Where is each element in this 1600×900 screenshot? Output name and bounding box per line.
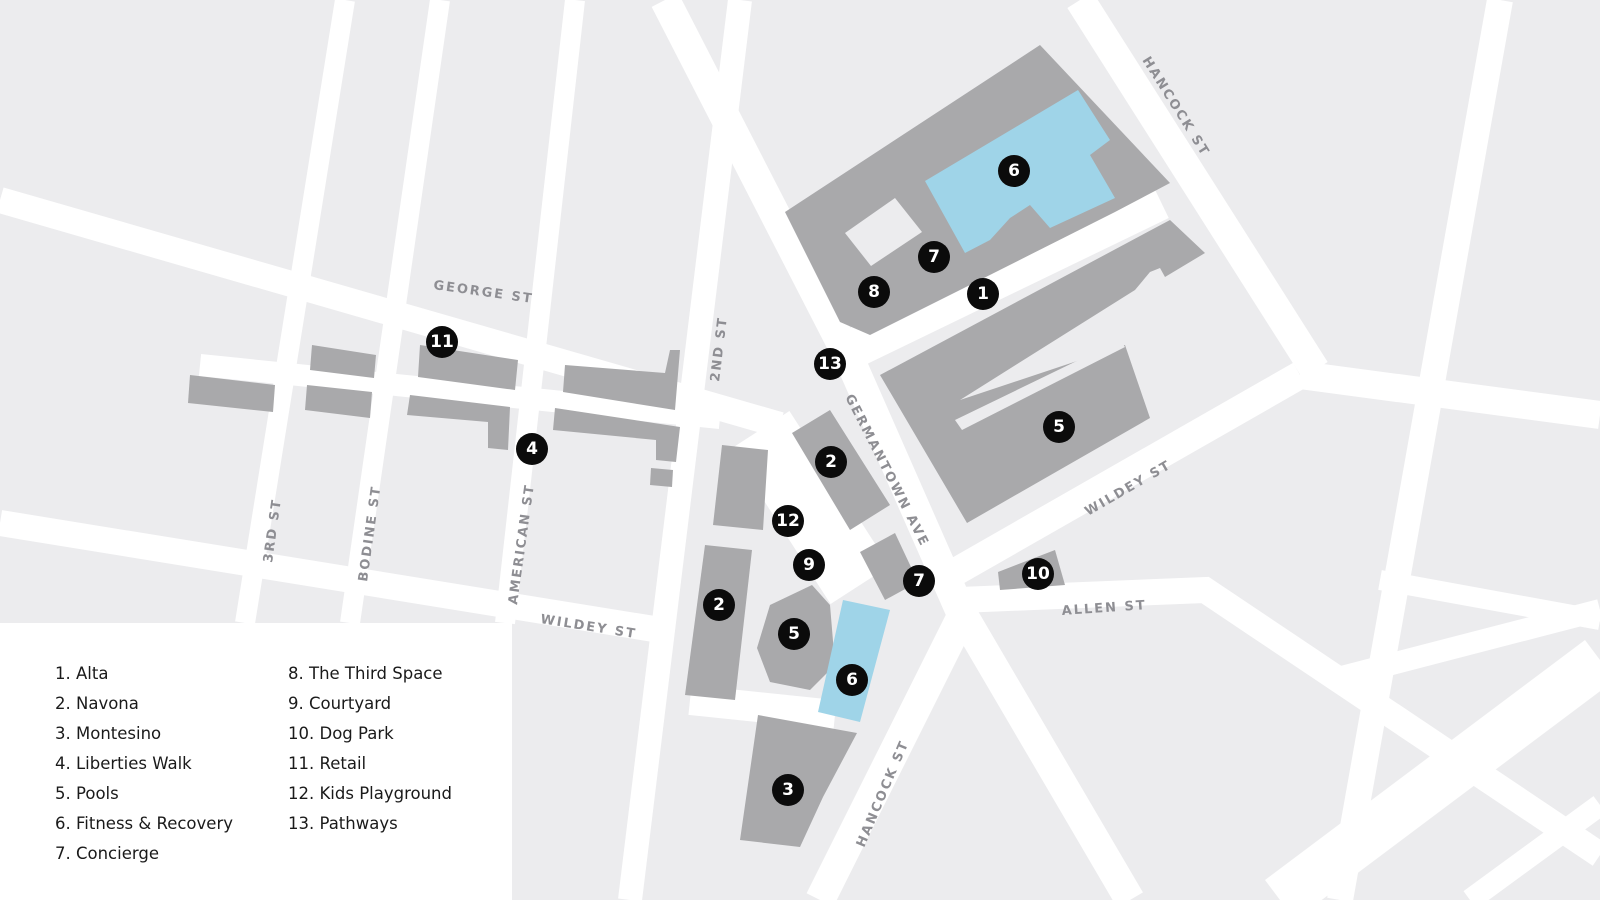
marker-third-space[interactable]: 8 <box>858 276 890 308</box>
legend-item-courtyard: 9. Courtyard <box>288 694 392 713</box>
legend-item-third-space: 8. The Third Space <box>288 664 443 683</box>
legend-item-retail: 11. Retail <box>288 754 367 773</box>
legend-item-dog-park: 10. Dog Park <box>288 724 394 743</box>
road-wildey-st-west <box>0 510 663 643</box>
building-liberties-d <box>650 468 673 487</box>
building-west-tower-a <box>713 445 768 530</box>
marker-retail[interactable]: 11 <box>426 326 458 358</box>
svg-text:7: 7 <box>928 247 940 267</box>
svg-text:11: 11 <box>430 332 454 352</box>
svg-text:4: 4 <box>526 439 538 459</box>
svg-text:12: 12 <box>776 511 800 531</box>
road-hancock-st-south <box>806 613 974 900</box>
marker-navona-west[interactable]: 2 <box>703 589 735 621</box>
legend-item-alta: 1. Alta <box>55 664 109 683</box>
svg-text:2: 2 <box>713 595 725 615</box>
road-wildey-st-east <box>943 362 1307 588</box>
road-north-connector <box>841 181 1169 369</box>
road-third-st <box>235 0 355 625</box>
svg-text:9: 9 <box>803 555 815 575</box>
marker-navona-north[interactable]: 2 <box>815 446 847 478</box>
building-navona-west <box>685 545 752 700</box>
legend-item-fitness-recovery: 6. Fitness & Recovery <box>55 814 233 833</box>
road-courtyard-south <box>688 685 837 730</box>
marker-pools-east[interactable]: 5 <box>1043 411 1075 443</box>
building-liberties-b <box>563 350 680 410</box>
label-allen-st: ALLEN ST <box>1061 598 1147 619</box>
marker-liberties-walk[interactable]: 4 <box>516 433 548 465</box>
marker-alta[interactable]: 1 <box>967 278 999 310</box>
marker-pools-courtyard[interactable]: 5 <box>778 618 810 650</box>
legend-item-pools: 5. Pools <box>55 784 119 803</box>
legend-item-concierge: 7. Concierge <box>55 844 159 863</box>
building-alta-courtyard-void <box>845 198 922 266</box>
svg-text:1: 1 <box>977 284 989 304</box>
legend-column-left: 1. Alta 2. Navona 3. Montesino 4. Libert… <box>55 659 233 869</box>
marker-montesino[interactable]: 3 <box>772 774 804 806</box>
svg-text:7: 7 <box>913 571 925 591</box>
building-west-a <box>310 345 376 378</box>
road-liberties-walk-west <box>198 354 722 429</box>
building-west-c <box>188 375 275 412</box>
legend-item-navona: 2. Navona <box>55 694 139 713</box>
svg-text:3: 3 <box>782 780 794 800</box>
svg-text:5: 5 <box>1053 417 1065 437</box>
marker-dog-park[interactable]: 10 <box>1022 558 1054 590</box>
building-alta-notch <box>955 340 1125 430</box>
building-west-b <box>305 385 372 418</box>
building-liberties-c <box>553 408 680 462</box>
road-southeast-diagonal <box>1265 640 1600 900</box>
legend-item-kids-playground: 12. Kids Playground <box>288 784 452 803</box>
road-courtyard-path <box>730 411 890 604</box>
svg-text:13: 13 <box>818 354 842 374</box>
legend-item-montesino: 3. Montesino <box>55 724 162 743</box>
svg-text:6: 6 <box>1008 161 1020 181</box>
svg-text:8: 8 <box>868 282 880 302</box>
building-alta-south-block <box>880 220 1205 523</box>
markers: 1 2 2 3 4 5 5 6 6 7 7 8 9 10 11 12 13 <box>426 155 1075 806</box>
building-liberties-a <box>407 395 510 450</box>
svg-text:2: 2 <box>825 452 837 472</box>
road-se-minor <box>1463 796 1600 900</box>
svg-text:10: 10 <box>1026 564 1050 584</box>
road-far-east-st <box>1327 0 1513 900</box>
marker-fitness-south[interactable]: 6 <box>836 664 868 696</box>
road-second-st <box>618 0 752 900</box>
legend-column-right: 8. The Third Space 9. Courtyard 10. Dog … <box>288 659 452 839</box>
marker-concierge-south[interactable]: 7 <box>903 565 935 597</box>
marker-pathways[interactable]: 13 <box>814 348 846 380</box>
road-east-cross <box>1298 361 1600 429</box>
road-hancock-st-north <box>1067 0 1328 379</box>
marker-kids-playground[interactable]: 12 <box>772 505 804 537</box>
marker-fitness-north[interactable]: 6 <box>998 155 1030 187</box>
road-american-st <box>495 0 585 625</box>
road-germantown-ave <box>651 0 1143 900</box>
road-bodine-st <box>340 0 450 625</box>
legend-item-pathways: 13. Pathways <box>288 814 398 833</box>
svg-text:5: 5 <box>788 624 800 644</box>
marker-courtyard[interactable]: 9 <box>793 549 825 581</box>
svg-text:6: 6 <box>846 670 858 690</box>
building-fitness-south <box>818 600 890 722</box>
marker-concierge-north[interactable]: 7 <box>918 241 950 273</box>
map-legend: 1. Alta 2. Navona 3. Montesino 4. Libert… <box>0 623 512 900</box>
road-east-lower <box>1378 570 1600 630</box>
legend-item-liberties-walk: 4. Liberties Walk <box>55 754 192 773</box>
